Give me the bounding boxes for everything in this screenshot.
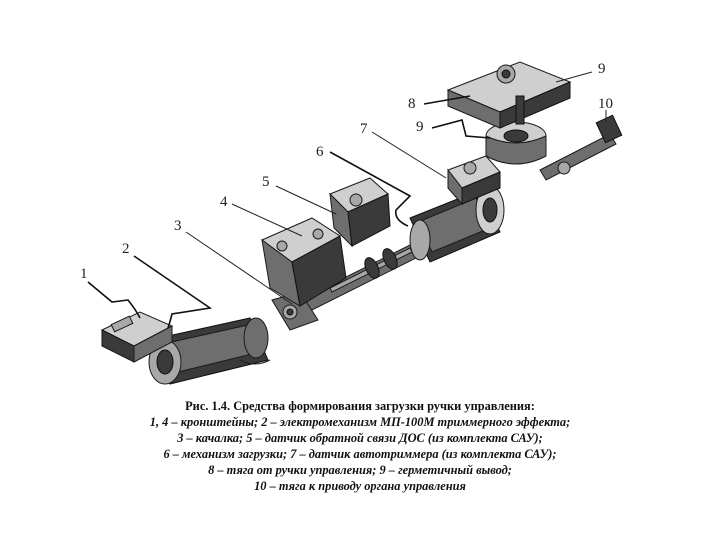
callout-5: 5 bbox=[262, 174, 270, 190]
loading-mechanism-part-6 bbox=[409, 185, 505, 263]
caption-line: 3 – качалка; 5 – датчик обратной связи Д… bbox=[177, 431, 543, 445]
bracket-part-1 bbox=[100, 311, 174, 363]
leader-4 bbox=[231, 203, 303, 237]
caption-line: 6 – механизм загрузки; 7 – датчик автотр… bbox=[163, 447, 557, 461]
sensor-part-5 bbox=[329, 177, 391, 248]
callout-1: 1 bbox=[80, 266, 88, 282]
figure-caption: Рис. 1.4. Средства формирования загрузки… bbox=[110, 398, 610, 494]
callout-3: 3 bbox=[174, 218, 182, 234]
leader-6 bbox=[329, 151, 412, 227]
callout-4: 4 bbox=[220, 194, 228, 210]
callout-2: 2 bbox=[122, 241, 130, 257]
caption-line: 10 – тяга к приводу органа управления bbox=[254, 479, 466, 493]
bracket-part-4 bbox=[261, 217, 347, 307]
leader-1 bbox=[87, 281, 141, 319]
callout-10: 10 bbox=[598, 96, 613, 112]
caption-title: Рис. 1.4. Средства формирования загрузки… bbox=[185, 399, 535, 413]
callout-labels: 1 2 3 4 5 6 7 8 9 9 10 bbox=[80, 61, 613, 282]
leader-lines bbox=[87, 71, 607, 329]
autotrimmer-part-7 bbox=[447, 155, 501, 206]
electromechanism-part-2 bbox=[148, 317, 271, 385]
hermetic-output-part-9 bbox=[485, 121, 547, 165]
callout-9b: 9 bbox=[598, 61, 606, 77]
leader-2 bbox=[133, 255, 213, 329]
callout-6: 6 bbox=[316, 144, 324, 160]
caption-line: 1, 4 – кронштейны; 2 – электромеханизм М… bbox=[149, 415, 571, 429]
leader-9a bbox=[431, 119, 491, 139]
callout-9a: 9 bbox=[416, 119, 424, 135]
leader-7 bbox=[371, 131, 447, 179]
callout-7: 7 bbox=[360, 121, 368, 137]
leader-5 bbox=[275, 185, 337, 215]
caption-line: 8 – тяга от ручки управления; 9 – гермет… bbox=[208, 463, 512, 477]
main-shaft bbox=[299, 239, 429, 313]
assembly-drawing bbox=[100, 61, 623, 385]
leader-3 bbox=[185, 231, 293, 305]
leader-9b bbox=[555, 71, 593, 83]
callout-8: 8 bbox=[408, 96, 416, 112]
leader-8 bbox=[423, 95, 471, 105]
rod-part-10 bbox=[539, 114, 623, 181]
rod-part-8 bbox=[446, 61, 572, 129]
rocker-part-3 bbox=[271, 291, 319, 331]
